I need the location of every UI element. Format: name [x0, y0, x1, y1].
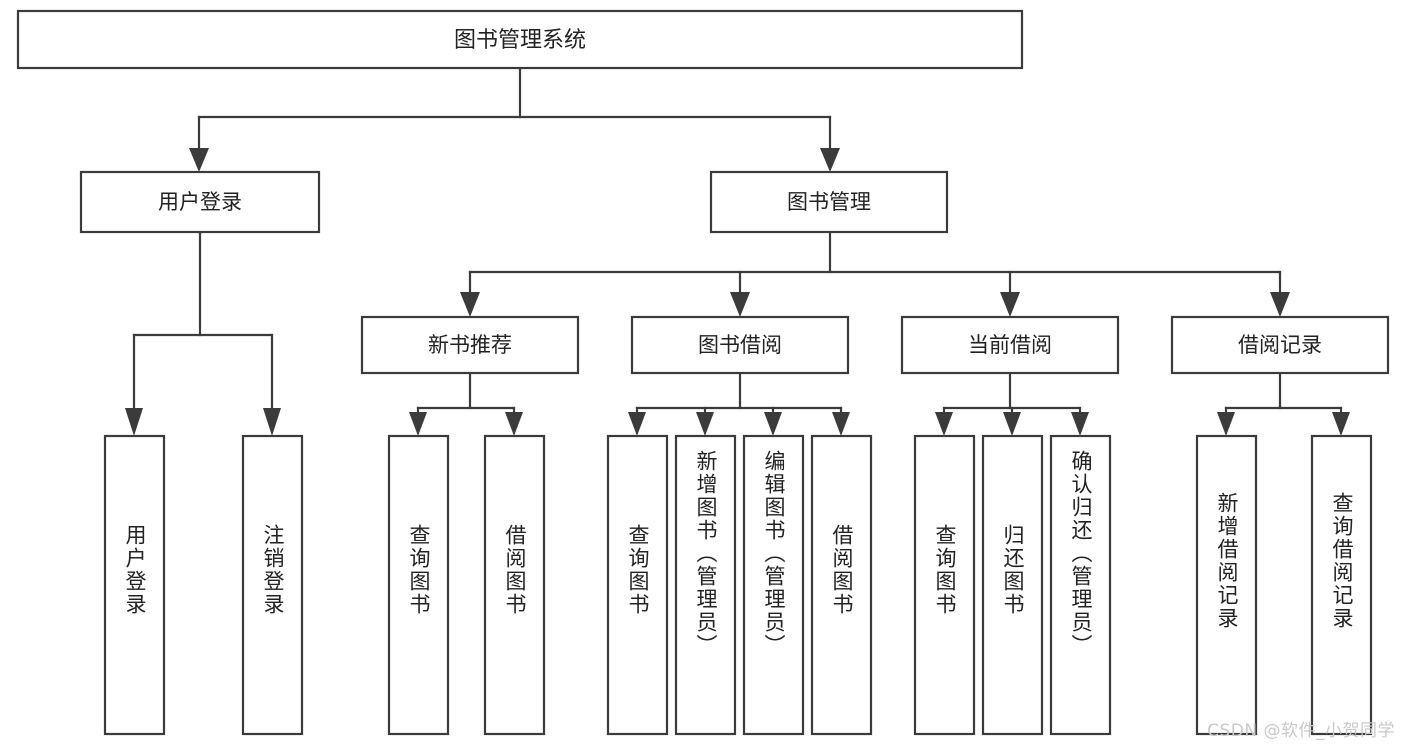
node-new-book-recommend-label: 新书推荐	[428, 333, 512, 357]
arrow-icon	[628, 412, 646, 436]
leaf-box-new-book-borrow[interactable]	[483, 434, 546, 736]
leaf-box-borrow-edit[interactable]	[742, 434, 805, 736]
node-borrow-record-label: 借阅记录	[1238, 333, 1322, 357]
leaf-box-new-book-query[interactable]	[387, 434, 450, 736]
node-book-management[interactable]: 图书管理	[709, 170, 949, 234]
node-user-login-box[interactable]	[79, 170, 321, 234]
leaf-box-current-query[interactable]	[913, 434, 976, 736]
node-book-management-label: 图书管理	[787, 190, 871, 214]
leaf-box-user-login[interactable]	[103, 434, 166, 736]
arrow-icon	[1332, 412, 1350, 436]
node-root-box[interactable]	[16, 9, 1024, 70]
node-new-book-recommend-box[interactable]	[360, 315, 580, 375]
node-book-borrow[interactable]: 图书借阅	[630, 315, 850, 375]
arrow-icon	[1003, 412, 1021, 436]
arrow-icon	[1071, 412, 1089, 436]
leaf-box-record-add[interactable]	[1195, 434, 1258, 736]
node-user-login[interactable]: 用户登录	[79, 170, 321, 234]
node-user-login-label: 用户登录	[158, 190, 242, 214]
arrow-icon	[935, 412, 953, 436]
arrow-icon	[696, 412, 714, 436]
leaf-box-borrow-lend[interactable]	[810, 434, 873, 736]
node-current-borrow[interactable]: 当前借阅	[900, 315, 1120, 375]
leaf-box-current-confirm[interactable]	[1049, 434, 1112, 736]
arrow-icon	[409, 412, 427, 436]
node-book-borrow-box[interactable]	[630, 315, 850, 375]
leaf-box-record-query[interactable]	[1310, 434, 1373, 736]
node-root[interactable]: 图书管理系统	[16, 9, 1024, 70]
leaf-box-borrow-query[interactable]	[606, 434, 669, 736]
leaf-box-current-return[interactable]	[981, 434, 1044, 736]
arrow-icon	[189, 148, 209, 172]
arrow-icon	[1270, 292, 1290, 317]
node-root-label: 图书管理系统	[454, 28, 586, 53]
arrow-icon	[505, 412, 523, 436]
arrow-icon	[820, 148, 840, 172]
arrow-icon	[125, 408, 143, 436]
arrow-icon	[832, 412, 850, 436]
arrow-icon	[460, 292, 480, 317]
arrow-icon	[1000, 292, 1020, 317]
arrow-icon	[764, 412, 782, 436]
leaf-box-borrow-add[interactable]	[674, 434, 737, 736]
watermark: CSDN @软件_小贺同学	[1207, 721, 1395, 741]
leaf-box-user-logout[interactable]	[241, 434, 304, 736]
node-borrow-record[interactable]: 借阅记录	[1170, 315, 1390, 375]
arrow-icon	[263, 408, 281, 436]
leaf-boxes	[103, 434, 1373, 736]
arrowheads	[125, 148, 1350, 436]
arrow-icon	[730, 292, 750, 317]
node-book-management-box[interactable]	[709, 170, 949, 234]
node-borrow-record-box[interactable]	[1170, 315, 1390, 375]
node-current-borrow-box[interactable]	[900, 315, 1120, 375]
node-book-borrow-label: 图书借阅	[698, 333, 782, 357]
node-new-book-recommend[interactable]: 新书推荐	[360, 315, 580, 375]
arrow-icon	[1217, 412, 1235, 436]
node-current-borrow-label: 当前借阅	[968, 333, 1052, 357]
